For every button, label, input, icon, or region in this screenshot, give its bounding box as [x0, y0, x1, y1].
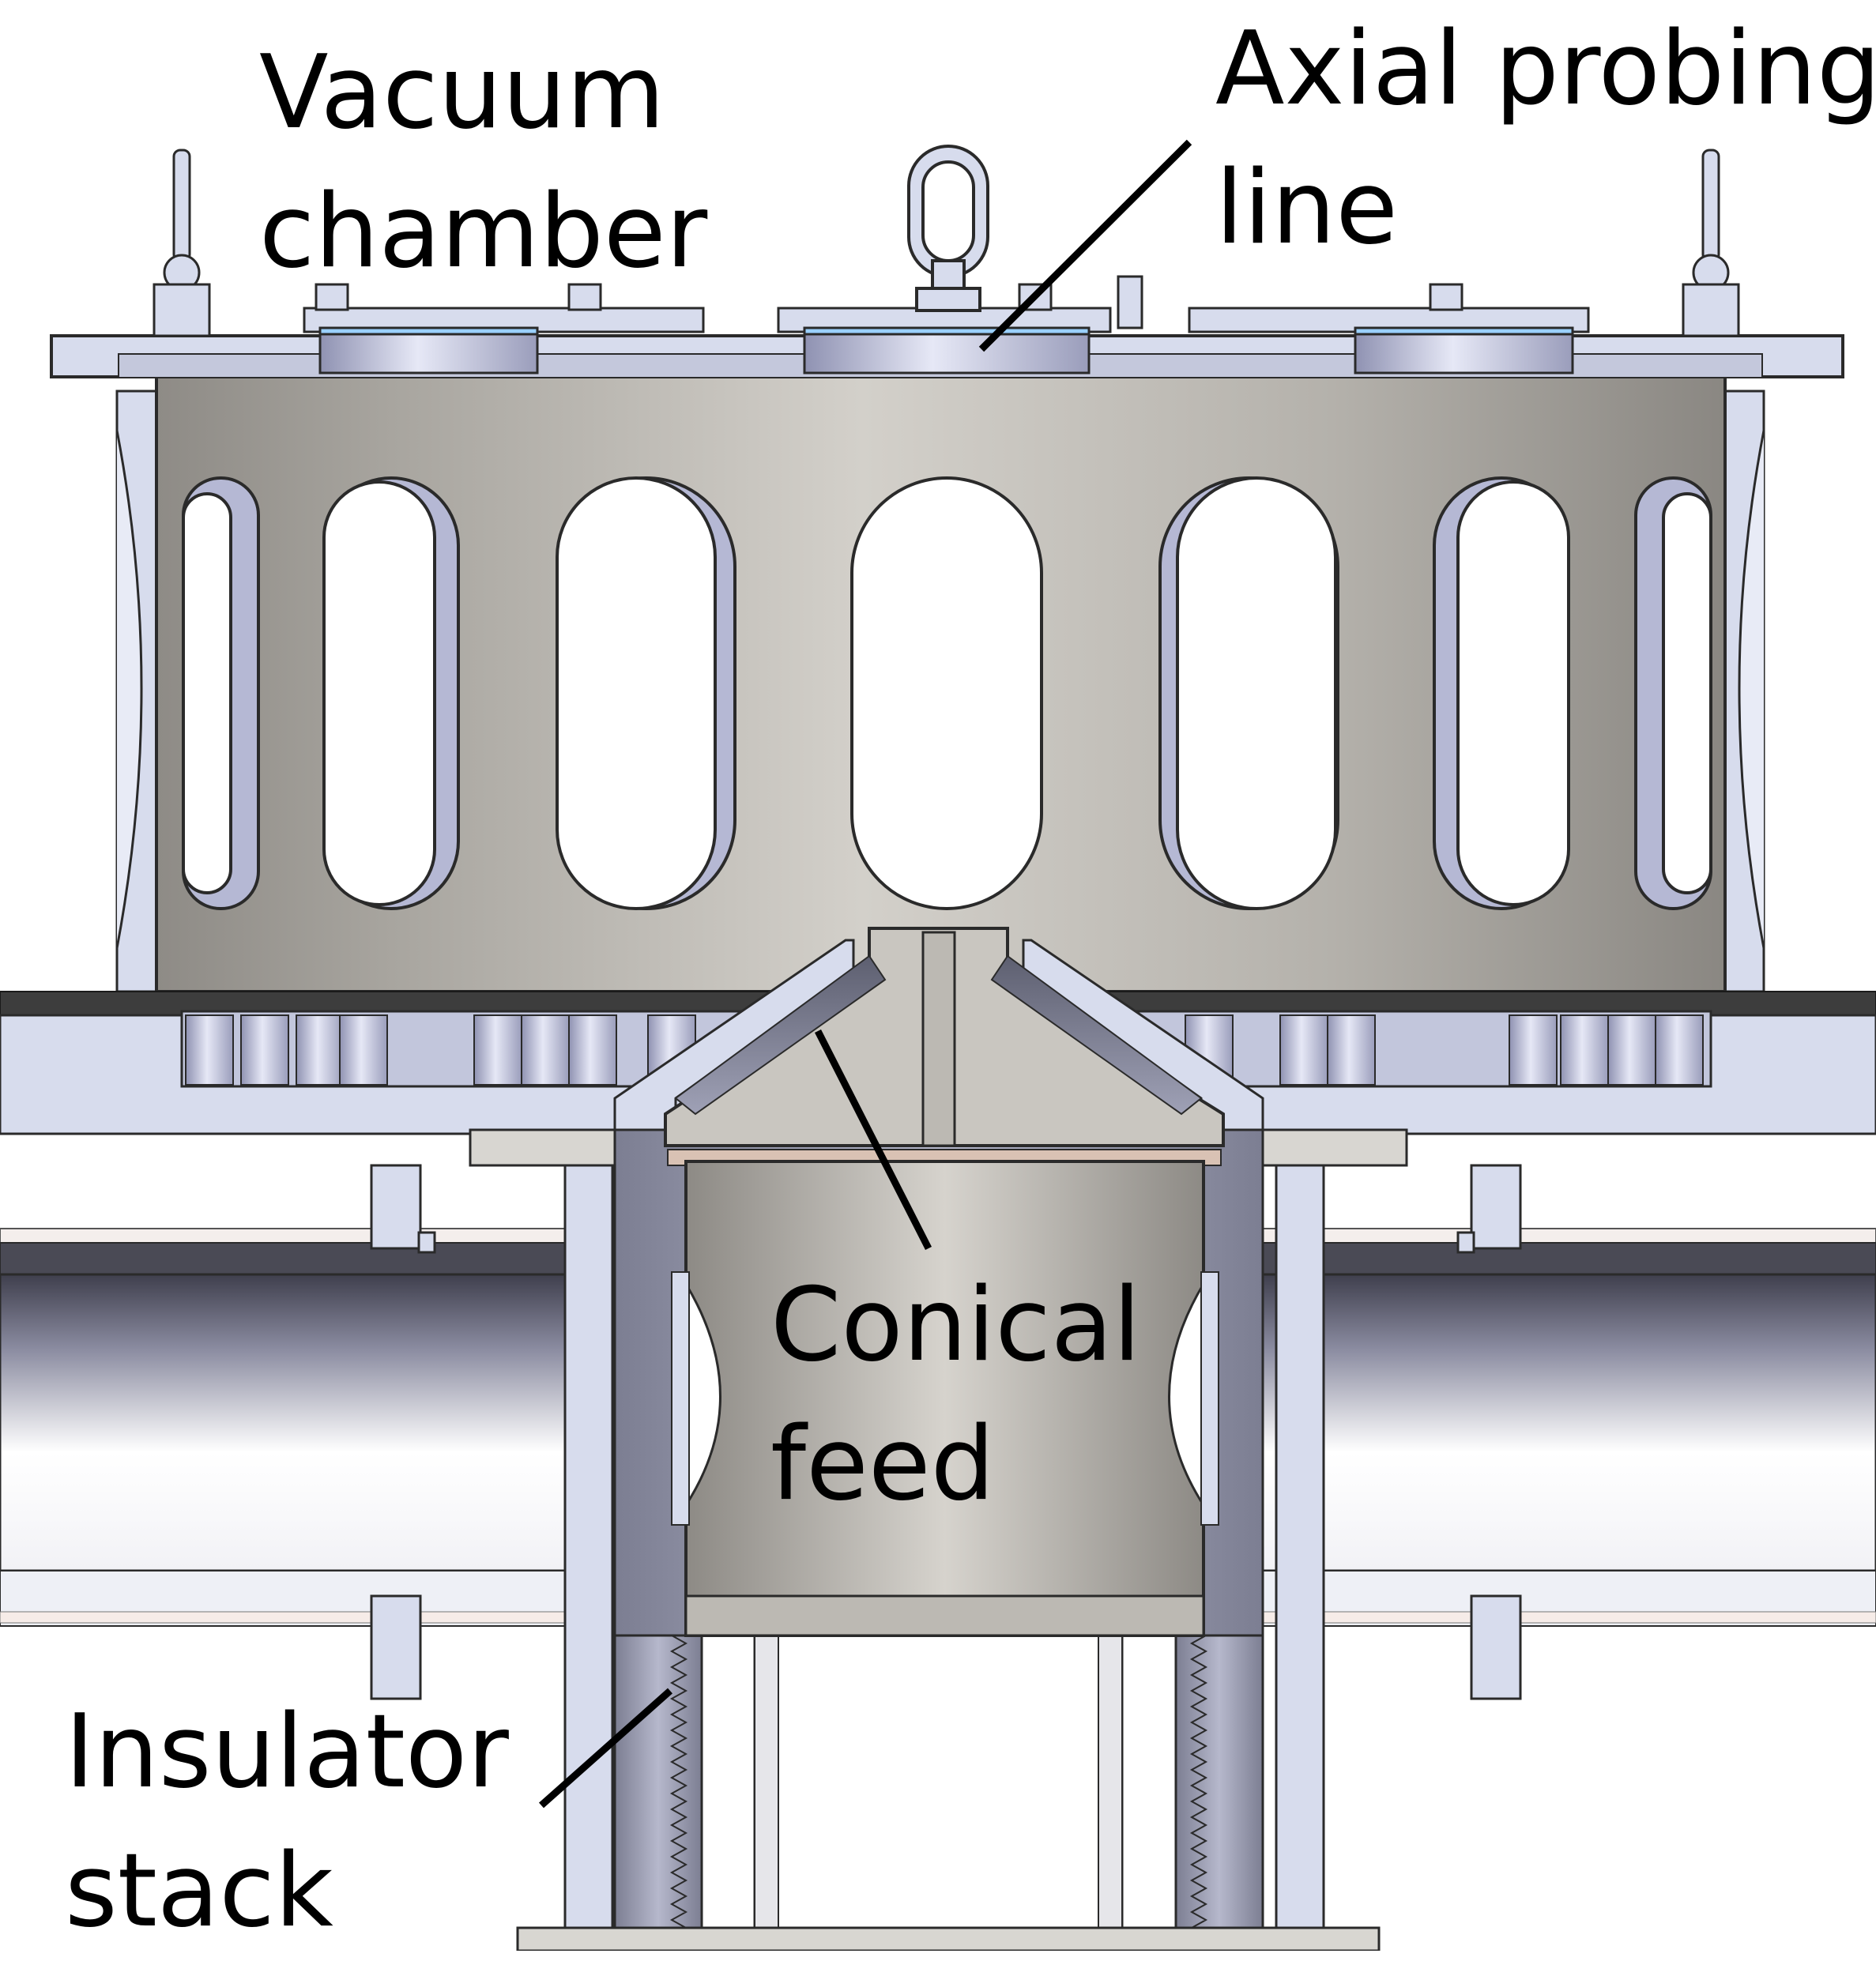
right-transmission-line [1227, 1228, 1876, 1627]
axial-probing-line-label-line2: line [1215, 149, 1398, 267]
insulator-stack-label-line1: Insulator [65, 1693, 509, 1811]
conical-feed-label-line2: feed [770, 1406, 995, 1523]
vacuum-chamber [50, 145, 1844, 993]
lifting-eye-icon [907, 145, 989, 312]
conical-feed-label: Conical feed [770, 1256, 1141, 1534]
conical-feed [664, 927, 1225, 1637]
vacuum-chamber-label-line1: Vacuum [259, 34, 665, 152]
support-columns [563, 1128, 1325, 1951]
lid-ports [303, 307, 1590, 375]
leader-axial-probing-line [978, 139, 1192, 352]
leader-insulator-stack [539, 1688, 672, 1809]
leader-lines [539, 139, 1192, 1809]
vacuum-chamber-label-line2: chamber [259, 173, 708, 291]
left-transmission-line [0, 1228, 650, 1627]
leader-conical-feed [814, 1029, 932, 1251]
lifting-posts [153, 149, 1740, 337]
insulator-stack [516, 1626, 1381, 1951]
lid-hardware [315, 275, 1464, 329]
pipe-flanges [370, 1164, 1522, 1700]
insulator-stack-label: Insulator stack [65, 1683, 509, 1961]
conical-feed-label-line1: Conical [770, 1267, 1141, 1384]
insulator-stack-label-line2: stack [65, 1832, 333, 1950]
vacuum-chamber-label: Vacuum chamber [259, 24, 707, 302]
axial-probing-line-label-line1: Axial probing [1215, 10, 1876, 128]
axial-probing-line-label: Axial probing line [1215, 0, 1876, 278]
chamber-ports [182, 476, 1712, 910]
